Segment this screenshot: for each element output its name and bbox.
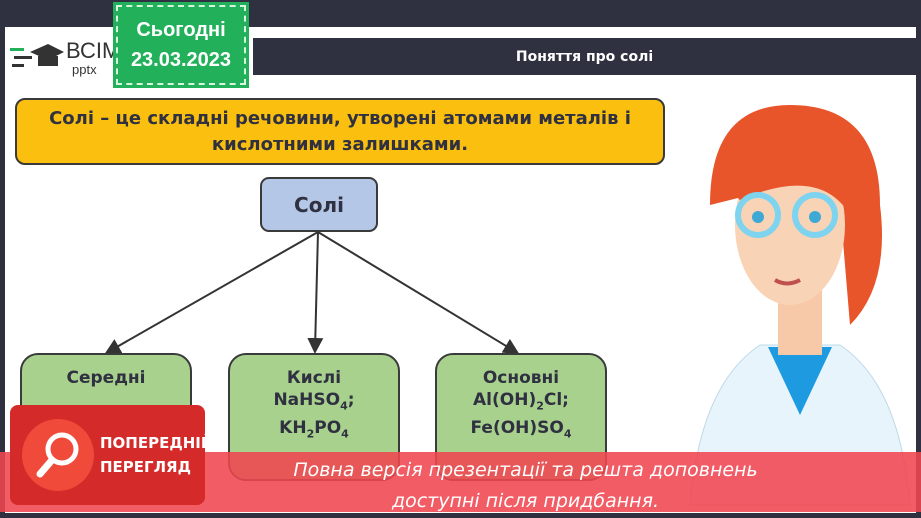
arrow-left	[104, 231, 319, 354]
formula: NaHSO4;	[273, 390, 355, 413]
definition-box: Солі – це складні речовини, утворені ато…	[15, 98, 665, 165]
preview-badge: ПОПЕРЕДНІЙ ПЕРЕГЛЯД	[10, 405, 213, 505]
arrow-middle	[307, 231, 324, 354]
slide-title: Поняття про солі	[253, 38, 916, 75]
preview-line-2: ПЕРЕГЛЯД	[100, 458, 191, 476]
logo-brand: ВСІМ	[66, 38, 121, 63]
logo: ВСІМ pptx	[10, 38, 120, 78]
formula: Fe(OH)SO4	[470, 418, 572, 441]
formula: Al(OH)2Cl;	[473, 390, 569, 413]
formula: KH2PO4	[279, 418, 349, 441]
logo-sub: pptx	[72, 62, 97, 77]
arrow-right	[317, 231, 520, 355]
scientist-illustration	[689, 105, 911, 506]
graduation-cap-icon	[10, 44, 64, 67]
category-name: Середні	[66, 368, 146, 388]
banner-line-2: доступні після придбання.	[391, 490, 660, 512]
date-badge: Сьогодні 23.03.2023	[113, 2, 249, 88]
category-name: Кислі	[286, 368, 342, 388]
category-name: Основні	[482, 368, 560, 388]
banner-line-1: Повна версія презентації та решта доповн…	[293, 459, 758, 481]
date-value: 23.03.2023	[130, 49, 232, 71]
preview-line-1: ПОПЕРЕДНІЙ	[100, 434, 214, 452]
magnifier-icon	[22, 419, 94, 491]
date-label: Сьогодні	[136, 19, 226, 41]
root-node: Солі	[260, 177, 378, 232]
